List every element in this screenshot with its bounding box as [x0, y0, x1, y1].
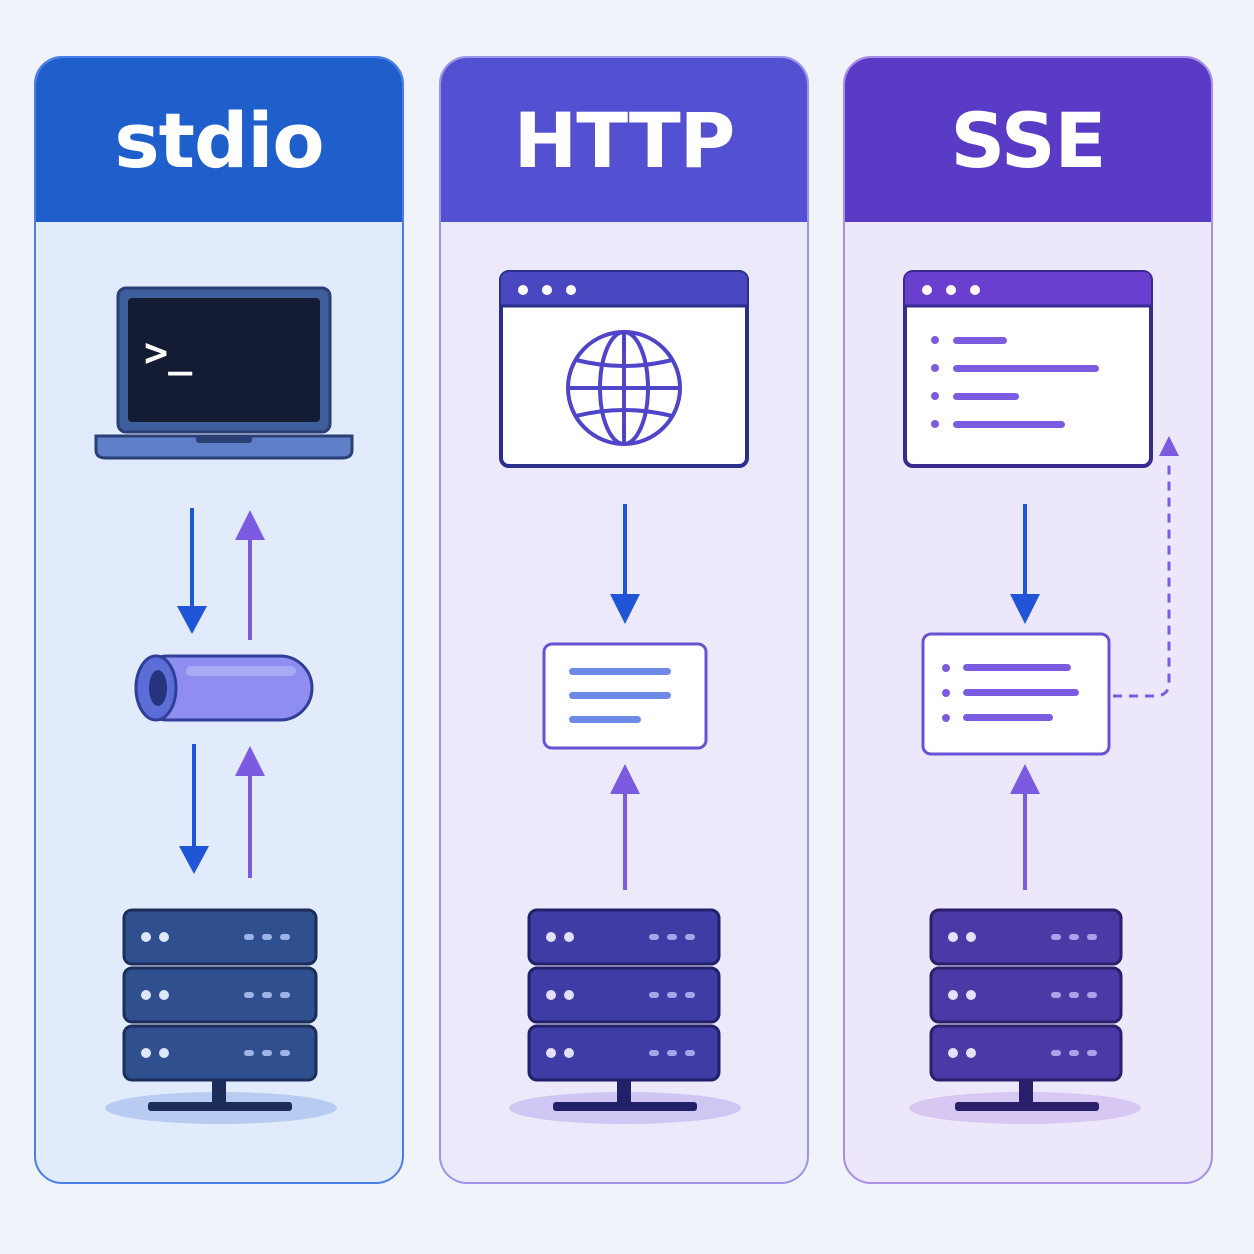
- request-arrow-down: [177, 508, 207, 634]
- request-arrow-down-lower: [179, 744, 209, 874]
- server-icon: [105, 908, 337, 1124]
- sse-panel-header: SSE: [845, 58, 1211, 222]
- terminal-laptop-icon: >_: [94, 286, 354, 460]
- response-arrow-up: [610, 764, 640, 890]
- response-arrow-up: [1010, 764, 1040, 890]
- stdio-panel-header: stdio: [36, 58, 402, 222]
- stdio-panel: stdio >_: [34, 56, 404, 1184]
- http-diagram: [499, 270, 749, 1124]
- terminal-prompt: >_: [144, 330, 193, 376]
- stdio-diagram: >_: [94, 286, 354, 1124]
- stdio-title: stdio: [114, 95, 324, 185]
- sse-title: SSE: [950, 95, 1107, 185]
- request-arrow-down: [610, 504, 640, 624]
- http-panel: HTTP: [439, 56, 809, 1184]
- response-arrow-up-lower: [235, 746, 265, 878]
- server-icon: [509, 908, 741, 1124]
- http-title: HTTP: [513, 95, 736, 185]
- event-list-card-icon: [921, 632, 1111, 756]
- message-card-icon: [542, 642, 708, 750]
- sse-panel: SSE: [843, 56, 1213, 1184]
- pipe-icon: [134, 654, 314, 722]
- response-arrow-up: [235, 510, 265, 640]
- stream-arrow-dashed: [1113, 436, 1179, 698]
- sse-diagram: [903, 270, 1179, 1124]
- request-arrow-down: [1010, 504, 1040, 624]
- http-panel-header: HTTP: [441, 58, 807, 222]
- browser-globe-icon: [499, 270, 749, 468]
- server-icon: [909, 908, 1141, 1124]
- browser-list-icon: [903, 270, 1153, 468]
